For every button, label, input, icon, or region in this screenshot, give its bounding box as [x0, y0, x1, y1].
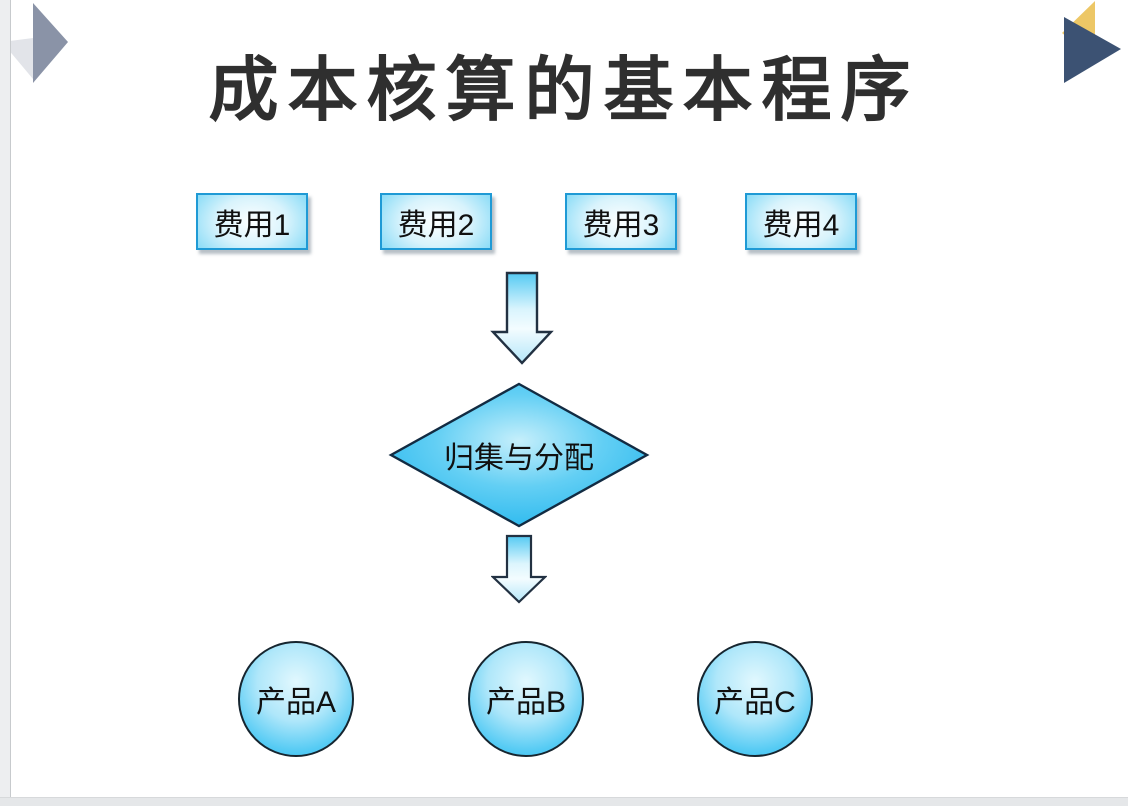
left-edge-strip [0, 0, 11, 798]
bottom-edge-strip [0, 797, 1128, 806]
down-arrow-icon [491, 534, 547, 604]
slide-title: 成本核算的基本程序 [208, 51, 920, 129]
dark-gray-triangle-icon [33, 3, 68, 83]
down-arrow-shape-small[interactable] [491, 534, 547, 605]
expense-box-3-label: 费用3 [582, 208, 660, 242]
expense-box-4-label: 费用4 [762, 208, 840, 242]
process-diamond[interactable]: 归集与分配 [388, 382, 650, 528]
product-circle-c-label: 产品C [714, 686, 796, 719]
product-circle-c[interactable]: 产品C [697, 641, 813, 757]
expense-box-1[interactable]: 费用1 [196, 193, 308, 250]
down-arrow-icon [490, 271, 554, 365]
navy-triangle-icon [1064, 17, 1121, 83]
top-right-corner-decoration [1062, 1, 1121, 83]
product-circle-b-label: 产品B [485, 686, 566, 719]
expense-box-3[interactable]: 费用3 [565, 193, 677, 250]
expense-box-1-label: 费用1 [213, 208, 291, 242]
process-diamond-label: 归集与分配 [444, 442, 594, 475]
expense-box-2-label: 费用2 [397, 208, 475, 242]
product-circle-b[interactable]: 产品B [468, 641, 584, 757]
down-arrow-shape-large[interactable] [490, 271, 554, 366]
expense-box-4[interactable]: 费用4 [745, 193, 857, 250]
expense-box-2[interactable]: 费用2 [380, 193, 492, 250]
product-circle-a-label: 产品A [255, 686, 336, 719]
diamond-shape [388, 382, 650, 528]
product-circle-a[interactable]: 产品A [238, 641, 354, 757]
